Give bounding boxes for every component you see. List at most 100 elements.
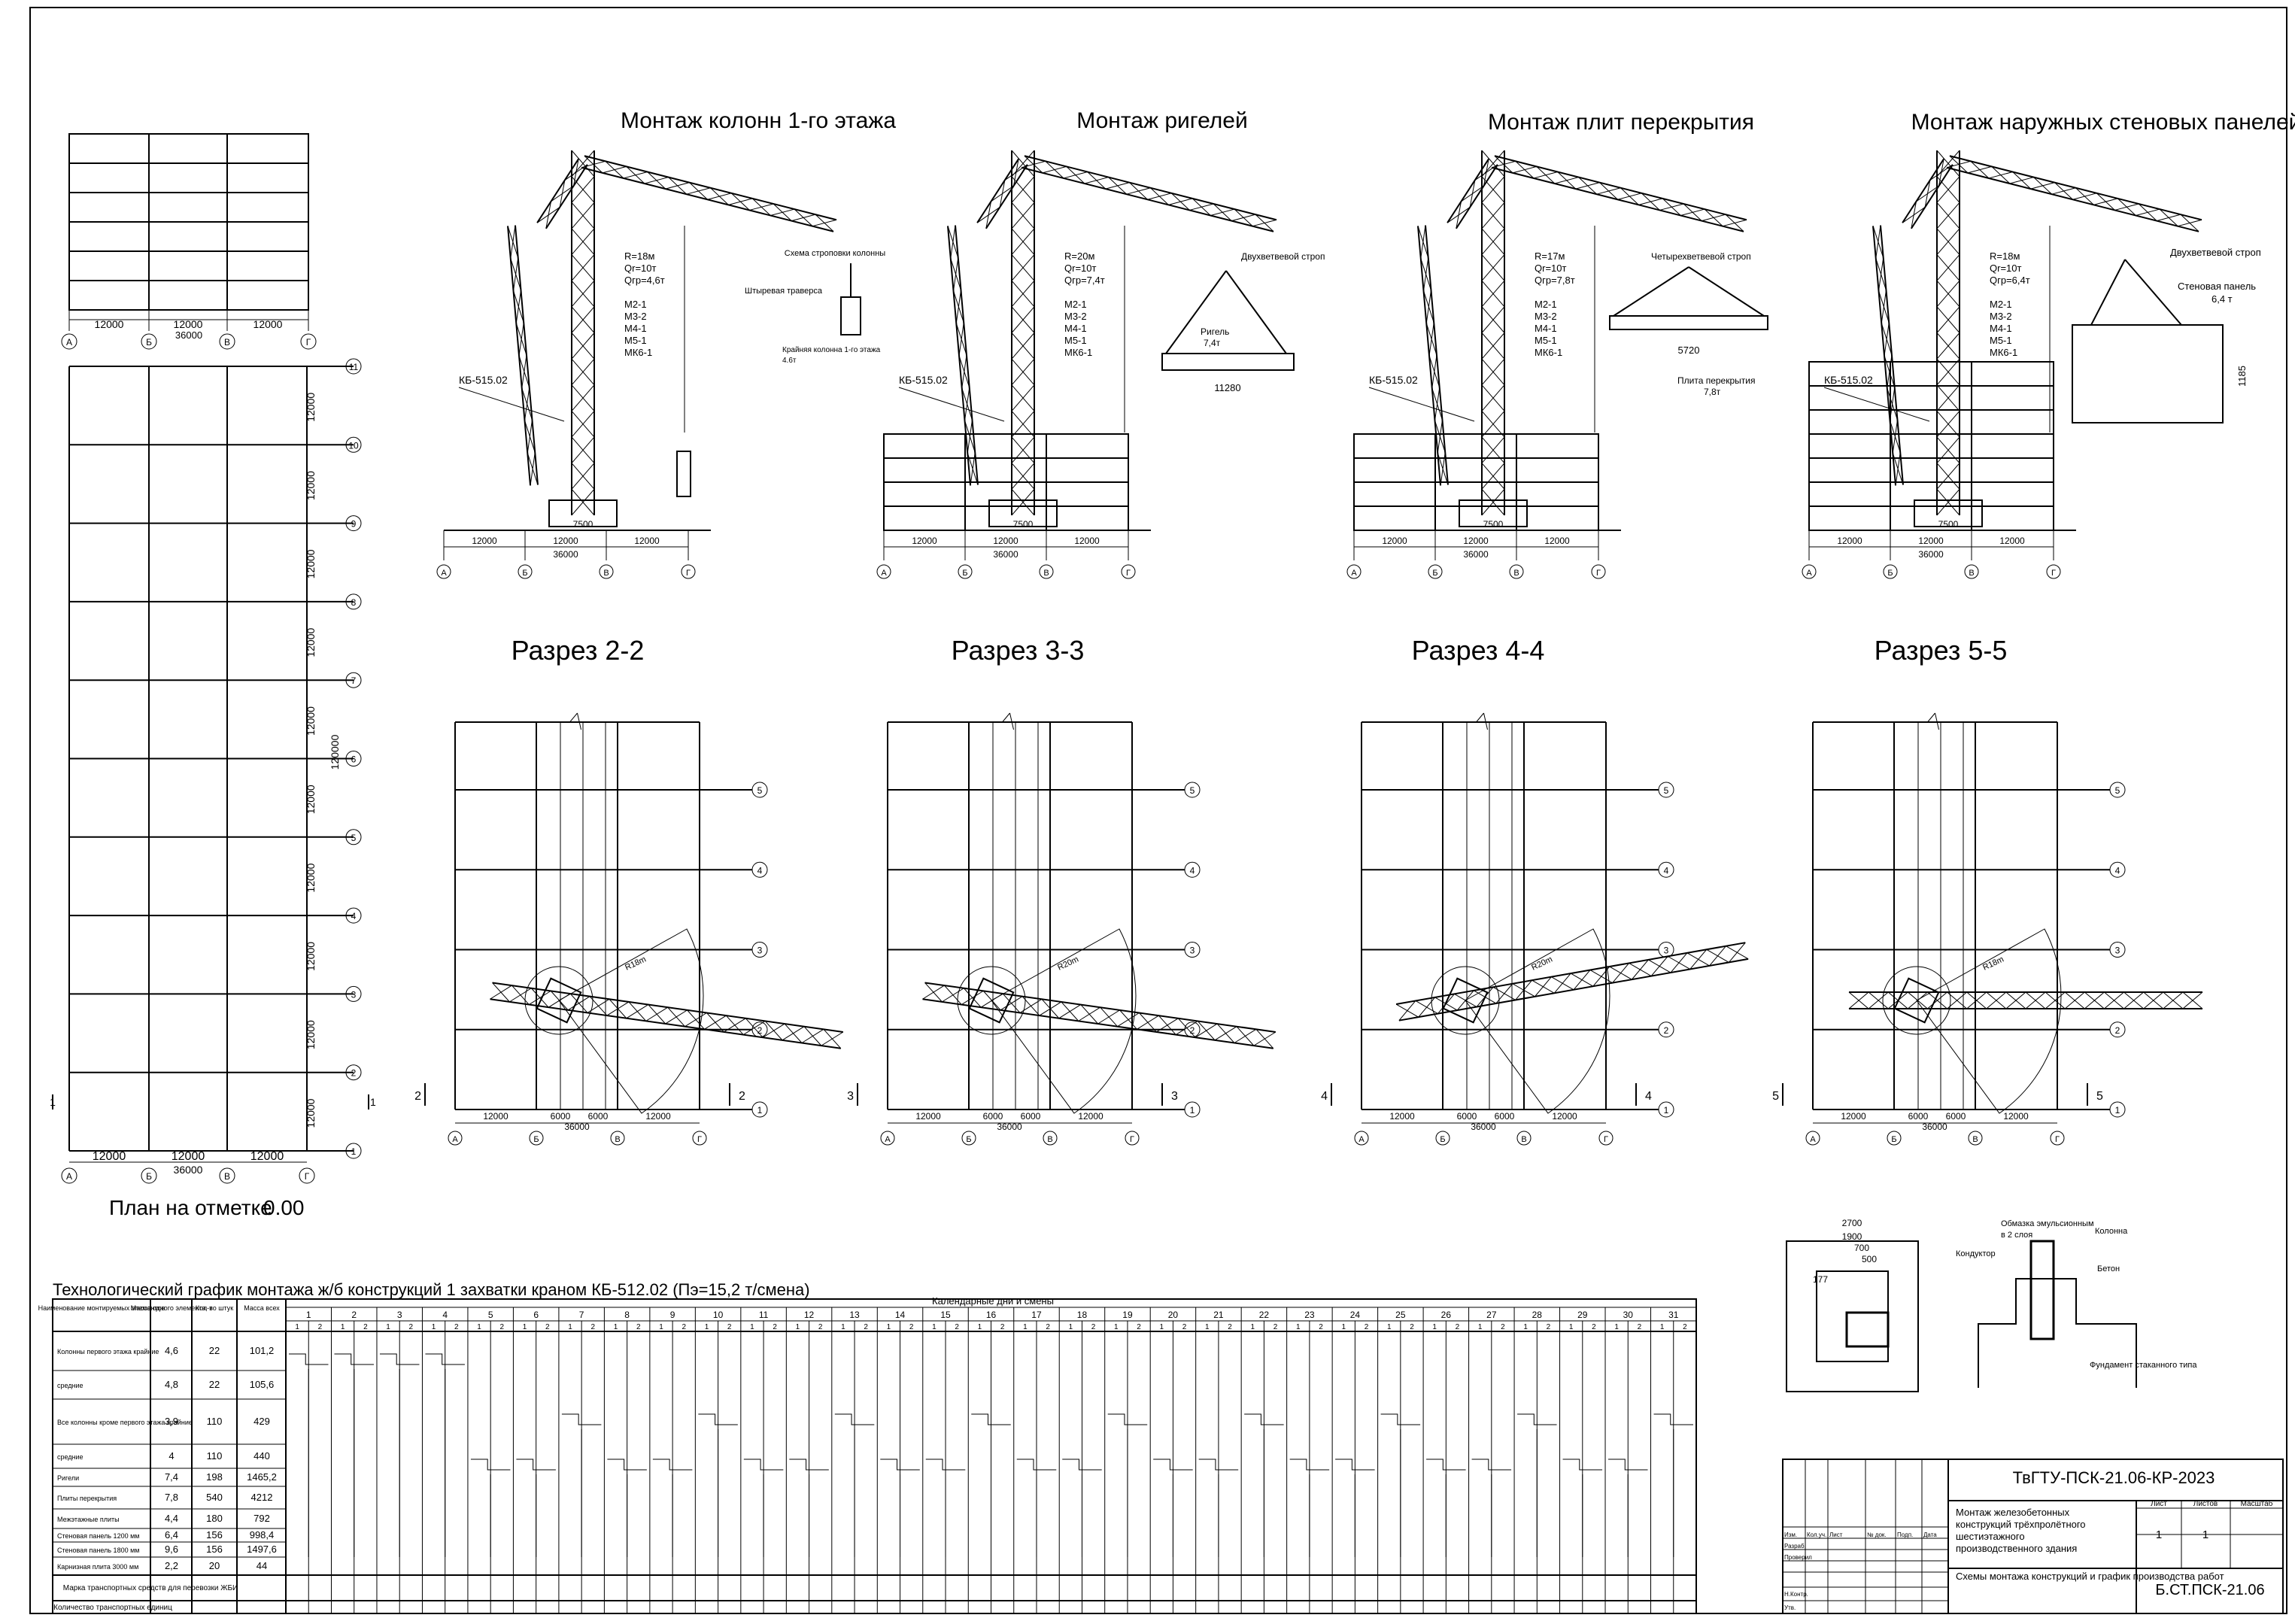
axis-bubble-sec-row bbox=[1658, 1021, 1674, 1038]
axis-letter-sec: Б bbox=[966, 1135, 971, 1144]
lattice-diag bbox=[991, 185, 1014, 202]
lattice-diag bbox=[1011, 306, 1035, 333]
lattice-diag bbox=[647, 172, 666, 190]
sling-branch bbox=[2124, 259, 2182, 326]
dim-span-plan: 12000 bbox=[305, 628, 317, 657]
edge-column-mass: 4.6т bbox=[782, 357, 797, 365]
axis-bubble-crane bbox=[1591, 564, 1606, 579]
shift-number: 2 bbox=[727, 1323, 732, 1331]
row-mass: 4 bbox=[168, 1450, 174, 1462]
axis-letter-crane: А bbox=[1806, 569, 1812, 578]
row-mass: 4,4 bbox=[165, 1513, 178, 1524]
day-number: 29 bbox=[1577, 1310, 1588, 1320]
axis-bubble-sec-row bbox=[751, 782, 768, 798]
dim-span-crane: 12000 bbox=[1463, 536, 1489, 546]
row-qty: 22 bbox=[209, 1379, 220, 1390]
dim-span-elev: 12000 bbox=[253, 318, 283, 330]
lattice-diag bbox=[1936, 489, 1960, 516]
lattice-diag bbox=[1171, 193, 1190, 211]
dim-half-sec: 6000 bbox=[1021, 1111, 1041, 1122]
lattice-diag bbox=[521, 354, 527, 389]
lattice-diag bbox=[1884, 322, 1890, 357]
four-branch-sling-label: Четырехветвевой строп bbox=[1651, 251, 1751, 262]
beam-element bbox=[1161, 353, 1295, 371]
lattice-diag bbox=[964, 387, 970, 421]
lattice-diag bbox=[815, 214, 834, 232]
axis-bubble-plan bbox=[61, 1167, 77, 1184]
lattice-chord bbox=[1911, 164, 1953, 229]
lattice-diag bbox=[1991, 166, 2011, 184]
gantt-step bbox=[1471, 1459, 1512, 1471]
axis-number-sec: 3 bbox=[757, 946, 763, 956]
lattice-diag bbox=[530, 988, 549, 1008]
shift-number: 1 bbox=[523, 1323, 527, 1331]
crane-base-plan bbox=[536, 977, 582, 1024]
two-branch-sling-label-wall: Двухветвевой строп bbox=[2170, 247, 2261, 258]
axis-number-sec: 2 bbox=[757, 1025, 763, 1036]
section-mark-label: 3 bbox=[847, 1090, 854, 1103]
gantt-step bbox=[1335, 1459, 1375, 1471]
shift-number: 2 bbox=[1410, 1323, 1414, 1331]
lattice-diag bbox=[1108, 177, 1127, 195]
lattice-diag bbox=[1481, 228, 1505, 255]
shift-number: 2 bbox=[1365, 1323, 1369, 1331]
dim-span-plan: 12000 bbox=[305, 1098, 317, 1128]
dim-base-crane: 7500 bbox=[1483, 519, 1504, 530]
crane-param: R=18м bbox=[1990, 250, 2020, 262]
axis-bubble-plan-row bbox=[345, 358, 362, 375]
axis-number-plan: 7 bbox=[351, 675, 357, 686]
lattice-diag bbox=[515, 290, 521, 323]
lattice-diag bbox=[1532, 979, 1555, 994]
section-mark-label: 2 bbox=[414, 1090, 421, 1103]
crane-param: M3-2 bbox=[1990, 311, 2012, 322]
gantt-step bbox=[1426, 1459, 1466, 1471]
title-wall-mount: Монтаж наружных стеновых панелей bbox=[1911, 110, 2295, 135]
lattice-diag bbox=[571, 280, 595, 308]
axis-letter-crane: Б bbox=[1887, 569, 1893, 578]
slab-mass: 7,8т bbox=[1704, 387, 1721, 397]
gantt-step bbox=[1608, 1459, 1648, 1471]
dim-1900: 1900 bbox=[1842, 1231, 1862, 1242]
crane-base-plan bbox=[1893, 977, 1940, 1024]
axis-letter-crane: В bbox=[1043, 569, 1049, 578]
break-mark bbox=[1002, 712, 1010, 723]
shift-number: 2 bbox=[1182, 1323, 1187, 1331]
axis-letter-crane: Г bbox=[2051, 569, 2056, 578]
shift-number: 2 bbox=[1456, 1323, 1460, 1331]
gantt-step bbox=[379, 1353, 420, 1365]
lattice-diag bbox=[1578, 177, 1597, 195]
gantt-step bbox=[334, 1353, 374, 1365]
crane-param: Qr=10т bbox=[624, 263, 656, 274]
dim-span-elev: 12000 bbox=[174, 318, 203, 330]
gantt-step bbox=[1653, 1413, 1693, 1425]
stamp-kol: Кол.уч. bbox=[1807, 1531, 1826, 1538]
column-label: Колонна bbox=[2095, 1227, 2128, 1236]
lattice-diag bbox=[823, 1029, 842, 1049]
lattice-diag bbox=[1474, 164, 1498, 181]
dim-span-plan: 12000 bbox=[305, 393, 317, 422]
crane-param: M5-1 bbox=[1064, 335, 1087, 346]
crane-param: M3-2 bbox=[1064, 311, 1087, 322]
crane-elevations: R=18мQr=10тQгр=4,6тM2-1M3-2M4-1M5-1MК6-1… bbox=[436, 150, 2261, 579]
sling-branch bbox=[1688, 266, 1765, 317]
crane-name-label: КБ-515.02 bbox=[1824, 374, 1873, 386]
dim-span-plan: 12000 bbox=[305, 1020, 317, 1049]
lattice-diag bbox=[1887, 991, 1908, 1009]
shift-number: 1 bbox=[1569, 1323, 1574, 1331]
axis-number-sec: 4 bbox=[2115, 865, 2120, 876]
axis-bubble-sec bbox=[1805, 1131, 1820, 1146]
row-total: 1465,2 bbox=[247, 1471, 277, 1483]
axis-bubble-crane bbox=[1964, 564, 1979, 579]
dim-500: 500 bbox=[1862, 1254, 1877, 1264]
dim-span-plan: 12000 bbox=[305, 549, 317, 578]
day-number: 16 bbox=[986, 1310, 997, 1320]
lattice-diag bbox=[571, 306, 595, 333]
lattice-diag bbox=[1481, 332, 1505, 360]
lattice-diag bbox=[1011, 202, 1035, 229]
hdr-total: Масса всех bbox=[244, 1304, 280, 1312]
lattice-diag bbox=[1004, 164, 1028, 181]
row-qty: 156 bbox=[206, 1529, 223, 1541]
shift-number: 2 bbox=[1319, 1323, 1323, 1331]
axis-bubble-plan-row bbox=[345, 672, 362, 688]
